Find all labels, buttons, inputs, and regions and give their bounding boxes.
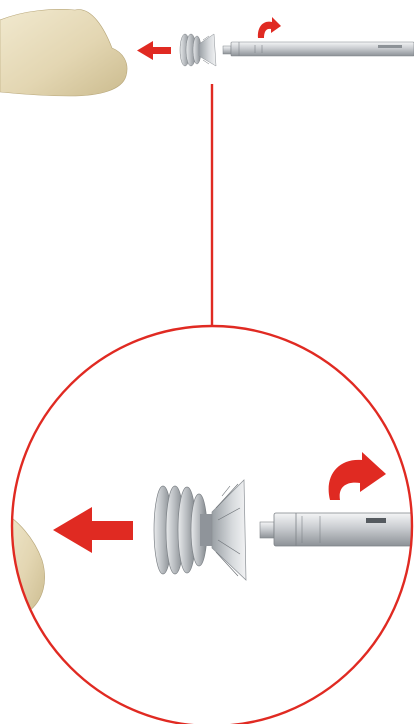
bone-icon (0, 9, 127, 96)
overview-group (0, 9, 414, 96)
implant-icon (154, 480, 246, 580)
push-direction-arrow-icon (137, 41, 171, 60)
driver-shaft-icon (223, 42, 414, 56)
driver-shaft-icon (260, 513, 414, 546)
implant-icon (180, 34, 216, 66)
rotate-direction-arrow-icon (258, 17, 281, 38)
detail-view (0, 326, 414, 724)
